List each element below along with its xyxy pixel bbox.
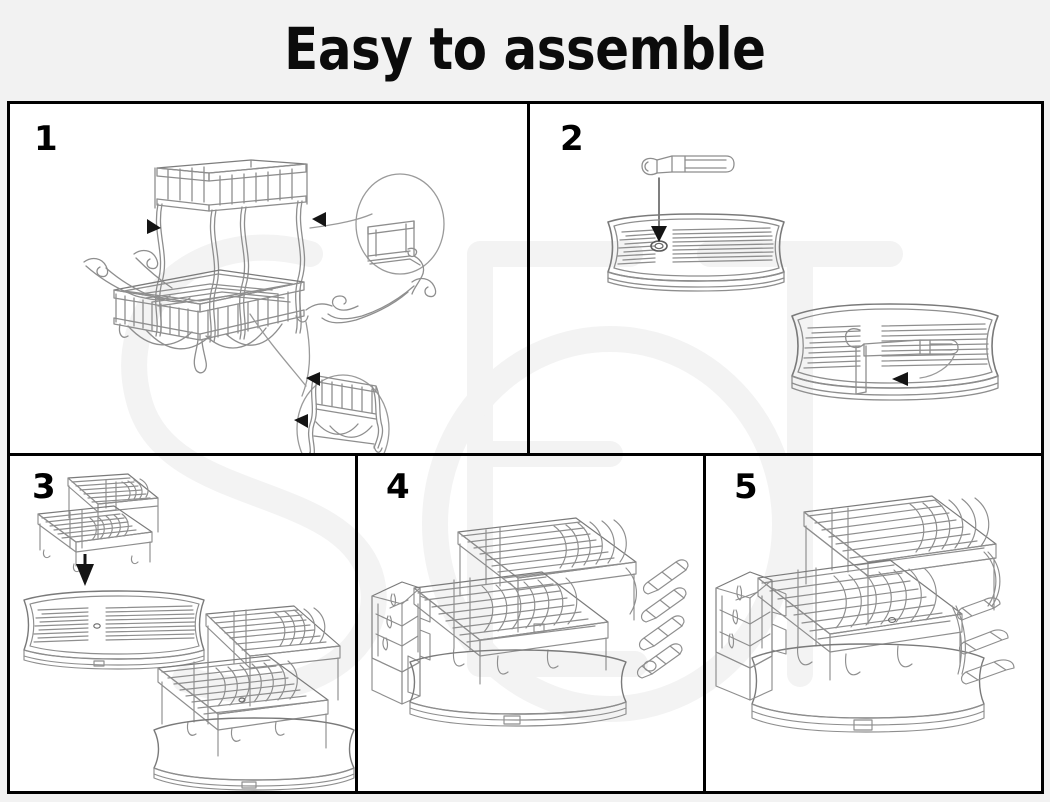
panel-step-3: 3: [10, 456, 355, 791]
panel-number-5: 5: [734, 467, 758, 507]
panel-3-illustration: [10, 456, 355, 791]
panel-divider-vertical-bottom-left: [355, 456, 358, 791]
panel-number-3: 3: [32, 467, 56, 507]
panel-grid: 1: [7, 101, 1044, 794]
panel-number-1: 1: [34, 119, 58, 159]
panel-step-5: 5: [706, 456, 1041, 791]
header-bar: Easy to assemble: [0, 0, 1050, 101]
panel-4-illustration: [358, 456, 703, 791]
page-title: Easy to assemble: [284, 14, 766, 83]
panel-2-illustration: [530, 104, 1041, 453]
panel-divider-horizontal: [10, 453, 1041, 456]
panel-step-2: 2: [530, 104, 1041, 453]
panel-number-2: 2: [560, 119, 584, 159]
panel-number-4: 4: [386, 467, 410, 507]
panel-3-arrows: [76, 564, 94, 586]
panel-1-illustration: [10, 104, 527, 453]
panel-step-4: 4: [358, 456, 703, 791]
panel-divider-vertical-bottom-right: [703, 456, 706, 791]
panel-step-1: 1: [10, 104, 527, 453]
panel-divider-vertical-top: [527, 104, 530, 453]
